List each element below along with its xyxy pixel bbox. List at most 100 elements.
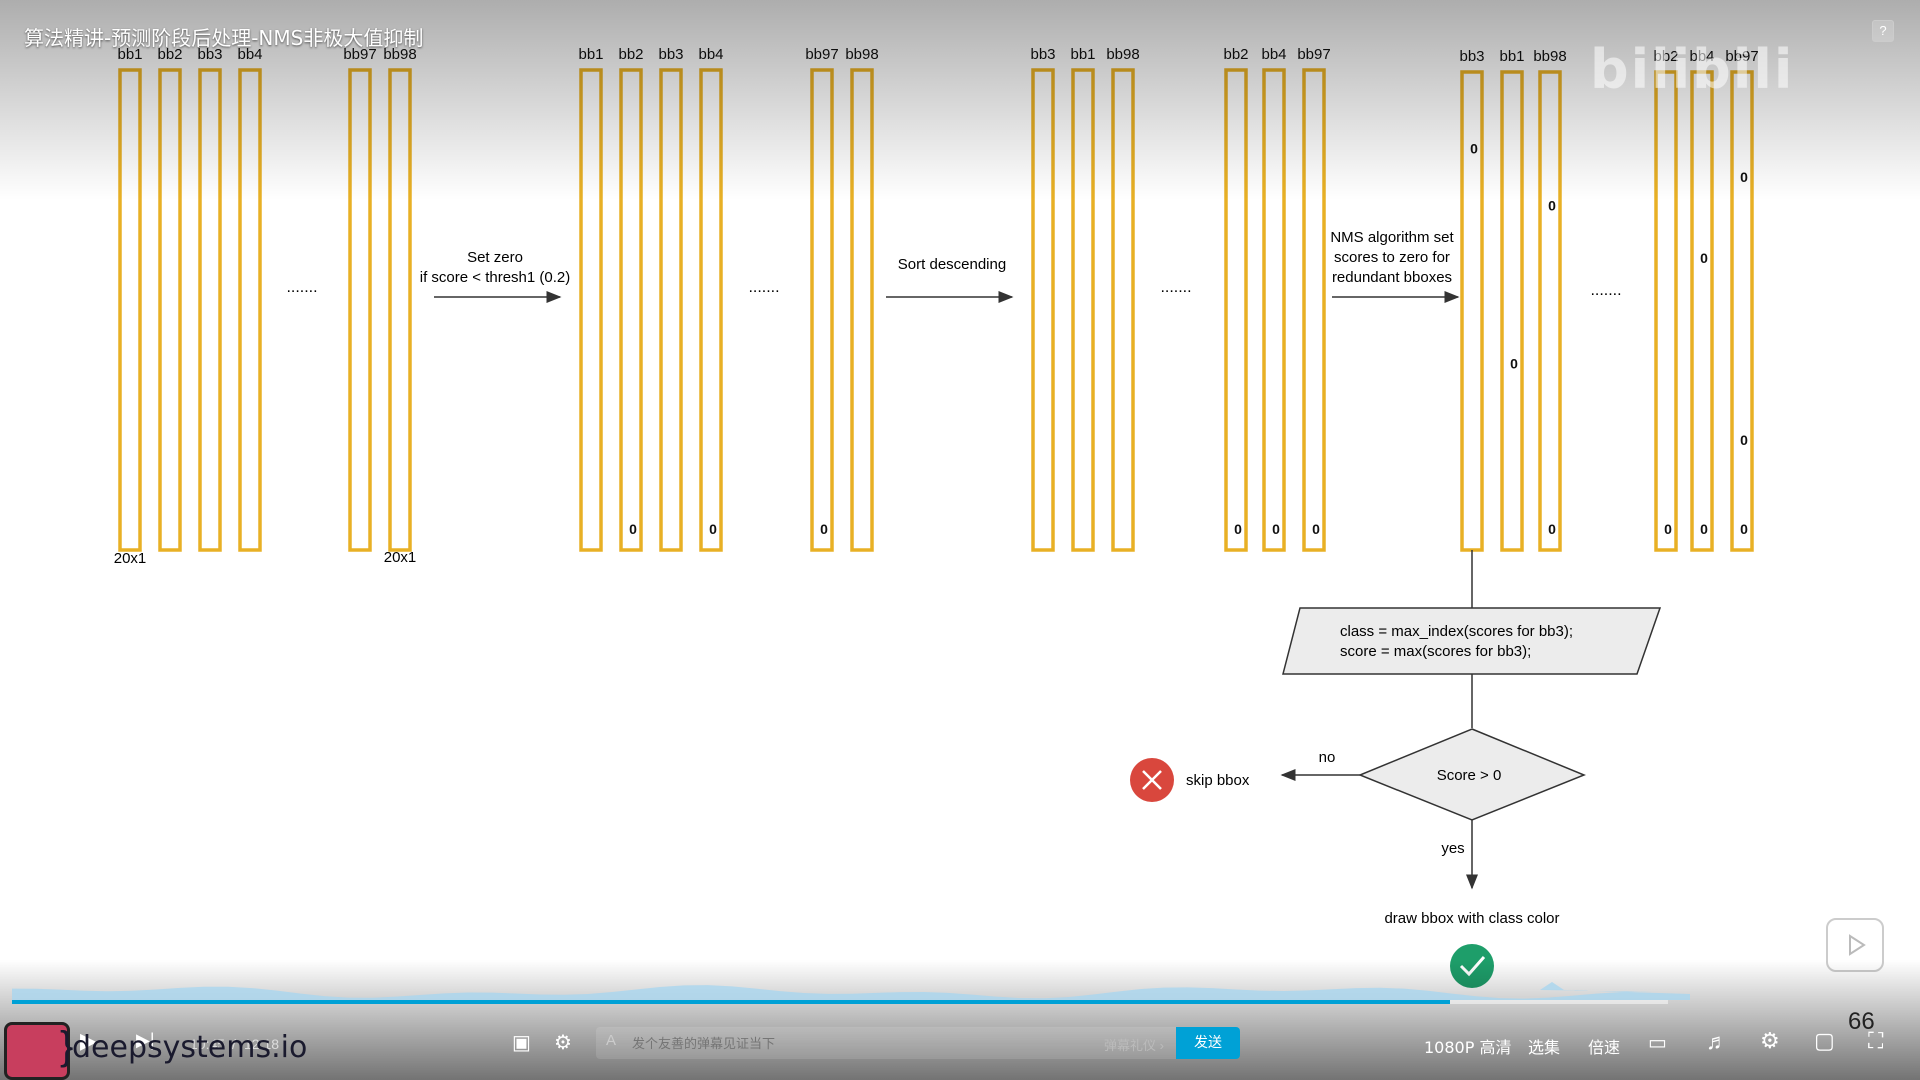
bbox-label: bb1 [117, 46, 142, 63]
process-parallelogram [1282, 607, 1662, 675]
process-line-2: score = max(scores for bb3); [1340, 643, 1531, 660]
danmaku-settings-icon[interactable]: ⚙ [554, 1032, 572, 1054]
arrow-caption: scores to zero for [1334, 249, 1450, 266]
bbox-label: bb4 [237, 46, 262, 63]
bbox-score-column [158, 68, 182, 552]
bbox-score-column [659, 68, 683, 552]
zero-score: 0 [1312, 521, 1320, 537]
send-button[interactable]: 发送 [1176, 1027, 1240, 1059]
speed-button[interactable]: 倍速 [1588, 1038, 1621, 1057]
bbox-score-column [579, 68, 603, 552]
quality-button[interactable]: 1080P 高清 [1424, 1038, 1512, 1057]
next-icon[interactable]: ▶| [136, 1030, 155, 1050]
counter-badge: 66 [1848, 1008, 1875, 1035]
bbox-label: bb1 [578, 46, 603, 63]
episodes-button[interactable]: 选集 [1528, 1038, 1561, 1057]
zero-score: 0 [629, 521, 637, 537]
deepsystems-logo-icon [4, 1022, 70, 1080]
bbox-label: bb97 [805, 46, 838, 63]
arrow-caption: redundant bboxes [1332, 269, 1452, 286]
bbox-score-column [810, 68, 834, 552]
bbox-label: bb4 [1689, 48, 1714, 65]
ellipsis: ....... [1160, 279, 1191, 296]
video-title: 算法精讲-预测阶段后处理-NMS非极大值抑制 [24, 26, 424, 50]
time-separator: / [232, 1036, 236, 1052]
zero-score: 0 [1700, 521, 1708, 537]
yes-label: yes [1441, 840, 1464, 857]
danmaku-bar: A 弹幕礼仪 › [596, 1027, 1176, 1059]
pip-icon[interactable]: ▢ [1814, 1028, 1835, 1053]
bbox-label: bb3 [658, 46, 683, 63]
play-small-icon [1849, 934, 1866, 956]
ellipsis: ....... [286, 279, 317, 296]
zero-score: 0 [1740, 169, 1748, 185]
skip-label: skip bbox [1186, 772, 1250, 789]
progress-fill [12, 1000, 1450, 1004]
bbox-label: bb2 [618, 46, 643, 63]
bbox-score-column [198, 68, 222, 552]
zero-score: 0 [1272, 521, 1280, 537]
bbox-label: bb97 [343, 46, 376, 63]
dimension-label: 20x1 [384, 549, 417, 566]
bbox-label: bb2 [157, 46, 182, 63]
process-line-1: class = max_index(scores for bb3); [1340, 623, 1573, 640]
arrow-caption: Set zero [467, 249, 523, 266]
arrow-caption: NMS algorithm set [1330, 229, 1454, 246]
help-button[interactable]: ? [1872, 20, 1894, 42]
play-icon[interactable]: ▶ [80, 1028, 97, 1053]
ellipsis: ....... [748, 279, 779, 296]
zero-score: 0 [1700, 250, 1708, 266]
bbox-label: bb2 [1653, 48, 1678, 65]
danmaku-etiquette-link[interactable]: 弹幕礼仪 › [1104, 1038, 1164, 1053]
draw-label: draw bbox with class color [1384, 910, 1559, 927]
bbox-label: bb3 [1030, 46, 1055, 63]
dimension-label: 20x1 [114, 550, 147, 567]
settings-gear-icon[interactable]: ⚙ [1760, 1028, 1780, 1053]
bbox-score-column [1071, 68, 1095, 552]
bbox-label: bb97 [1297, 46, 1330, 63]
arrow-caption: Sort descending [898, 256, 1006, 273]
zero-score: 0 [1470, 140, 1478, 156]
volume-icon[interactable]: ♬ [1706, 1029, 1728, 1054]
bbox-score-column [238, 68, 262, 552]
bbox-score-column [619, 68, 643, 552]
zero-score: 0 [820, 521, 828, 537]
danmaku-energy-curve [12, 982, 1690, 1000]
fullscreen-icon[interactable]: ⛶ [1868, 1028, 1884, 1053]
bbox-score-column [1654, 70, 1678, 552]
bbox-score-column [348, 68, 372, 552]
danmaku-toggle-icon[interactable]: ▣ [512, 1032, 531, 1054]
bbox-label: bb3 [197, 46, 222, 63]
bbox-label: bb4 [1261, 46, 1286, 63]
brand-text: deepsystems.io [72, 1030, 308, 1065]
bbox-label: bb3 [1459, 48, 1484, 65]
bbox-score-column [1690, 70, 1714, 552]
bbox-score-column [1538, 70, 1562, 552]
logo-brace-icon: } [60, 1024, 74, 1068]
bbox-score-column [699, 68, 723, 552]
font-style-icon[interactable]: A [606, 1032, 617, 1049]
bbox-score-column [850, 68, 874, 552]
time-total: 12:18 [244, 1036, 280, 1052]
bilibili-watermark: bilibili [1590, 38, 1795, 101]
danmaku-input[interactable] [630, 1033, 1034, 1055]
bbox-label: bb1 [1499, 48, 1524, 65]
zero-score: 0 [1548, 521, 1556, 537]
subtitle-off-icon[interactable]: ▭ [1648, 1032, 1667, 1054]
bbox-label: bb98 [1533, 48, 1566, 65]
zero-score: 0 [1510, 355, 1518, 371]
bbox-label: bb97 [1725, 48, 1758, 65]
zero-score: 0 [1740, 432, 1748, 448]
bbox-score-column [1730, 70, 1754, 552]
bbox-label: bb1 [1070, 46, 1095, 63]
zero-score: 0 [1234, 521, 1242, 537]
player-controls: ▶ ▶| 10:45 / 12:18 ▣ ⚙ A 弹幕礼仪 › 发送 1080P… [0, 1010, 1920, 1080]
zero-score: 0 [1664, 521, 1672, 537]
bbox-label: bb2 [1223, 46, 1248, 63]
bbox-score-column [1111, 68, 1135, 552]
bbox-score-column [1500, 70, 1524, 552]
progress-bar[interactable] [0, 978, 1920, 1018]
zero-score: 0 [1740, 521, 1748, 537]
